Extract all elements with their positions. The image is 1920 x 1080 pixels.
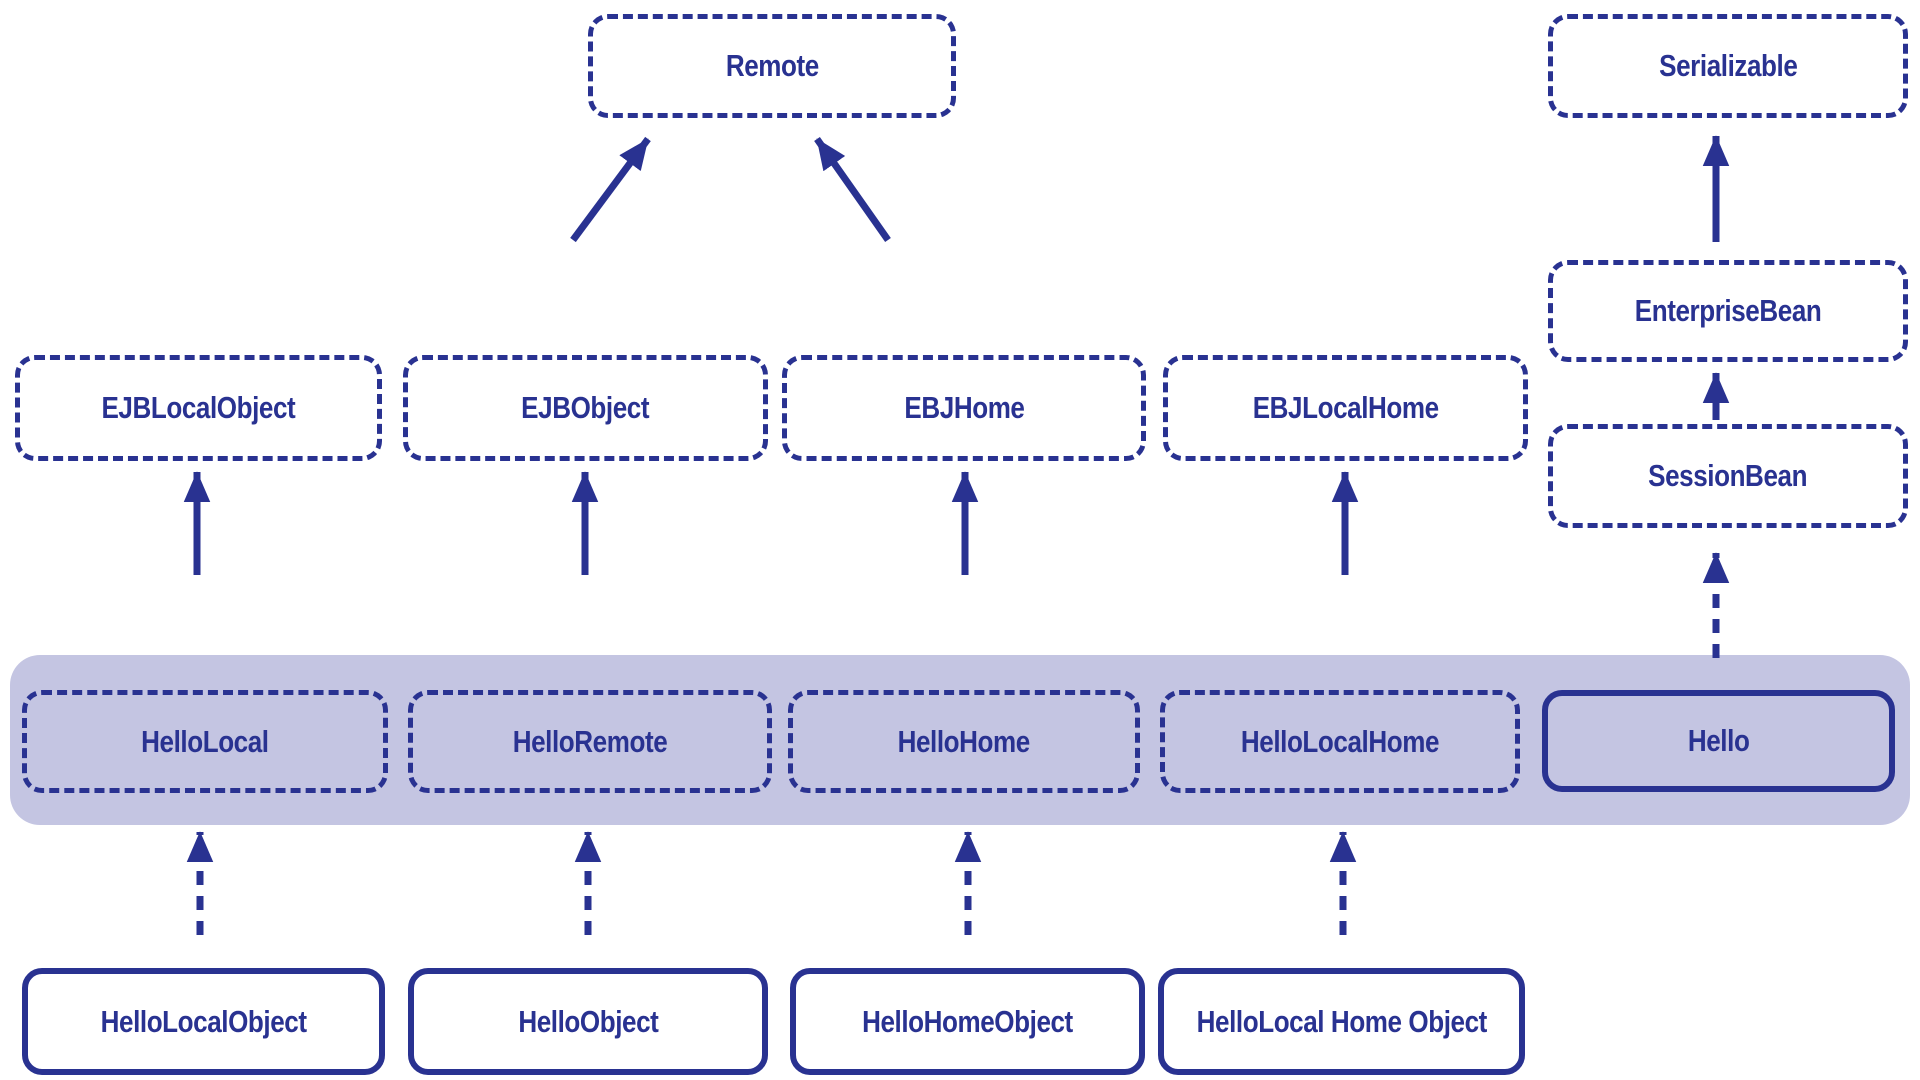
node-hello-home-label: HelloHome (897, 723, 1031, 759)
node-remote-label: Remote (725, 48, 819, 83)
arrow-ebjhome-to-remote (814, 136, 891, 243)
node-ebj-local-home-label: EBJLocalHome (1252, 390, 1439, 425)
node-hello-home: HelloHome (788, 690, 1140, 793)
node-hello-local-label: HelloLocal (141, 723, 269, 759)
node-hello-local-home-object-label: HelloLocal Home Object (1196, 1003, 1487, 1039)
node-enterprise-bean-label: EnterpriseBean (1634, 293, 1822, 328)
node-ejb-local-object: EJBLocalObject (15, 355, 382, 461)
node-hello-object: HelloObject (408, 968, 768, 1075)
arrow-ejbobject-to-remote (570, 136, 651, 243)
node-hello-local-object-label: HelloLocalObject (100, 1003, 307, 1039)
node-hello-local-object: HelloLocalObject (22, 968, 385, 1075)
node-hello-local-home-object: HelloLocal Home Object (1158, 968, 1525, 1075)
node-enterprise-bean: EnterpriseBean (1548, 260, 1908, 362)
node-serializable-label: Serializable (1658, 48, 1798, 83)
node-ebj-home: EBJHome (782, 355, 1146, 461)
node-ejb-object: EJBObject (403, 355, 768, 461)
node-hello-remote: HelloRemote (408, 690, 772, 793)
implementation-band (10, 655, 1910, 825)
node-ejb-local-object-label: EJBLocalObject (101, 390, 296, 425)
node-serializable: Serializable (1548, 14, 1908, 118)
node-ebj-local-home: EBJLocalHome (1163, 355, 1528, 461)
node-hello-object-label: HelloObject (517, 1003, 659, 1039)
node-hello-remote-label: HelloRemote (512, 723, 668, 759)
node-hello-local-home: HelloLocalHome (1160, 690, 1520, 793)
node-hello-home-object-label: HelloHomeObject (862, 1003, 1073, 1039)
node-hello-label: Hello (1687, 723, 1750, 758)
node-hello-local: HelloLocal (22, 690, 388, 793)
node-ejb-object-label: EJBObject (521, 390, 650, 425)
node-session-bean: SessionBean (1548, 424, 1908, 528)
node-session-bean-label: SessionBean (1648, 458, 1808, 493)
node-hello-local-home-label: HelloLocalHome (1240, 723, 1440, 759)
node-hello-home-object: HelloHomeObject (790, 968, 1145, 1075)
node-hello: Hello (1542, 690, 1895, 792)
node-remote: Remote (588, 14, 956, 118)
node-ebj-home-label: EBJHome (903, 390, 1025, 425)
